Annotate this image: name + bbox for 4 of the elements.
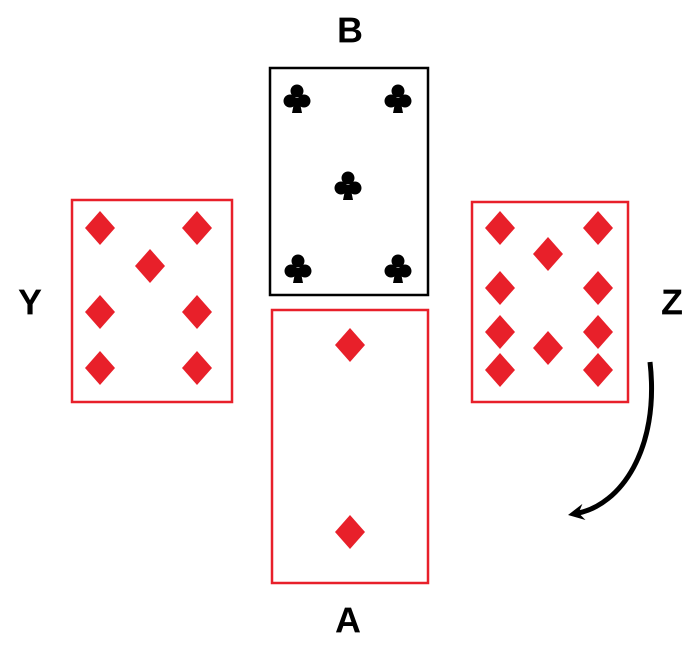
card-label: Z (662, 290, 682, 314)
card-label: A (336, 608, 360, 632)
card-label: Y (18, 290, 42, 314)
card-label: B (339, 18, 362, 42)
